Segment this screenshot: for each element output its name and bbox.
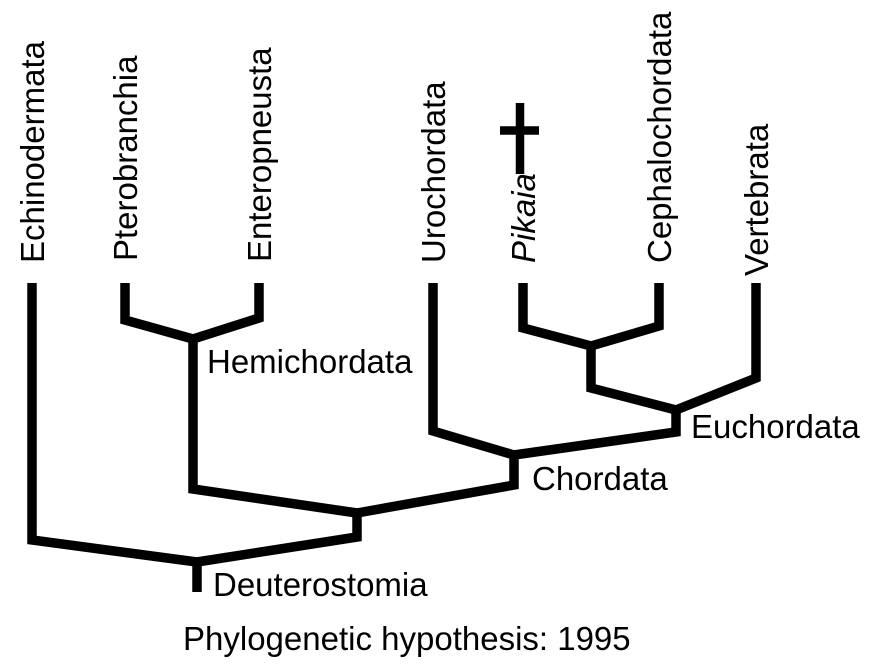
tip-label-pikaia: Pikaia — [505, 173, 542, 263]
clade-label-chordata: Chordata — [532, 460, 668, 497]
branch-euchordata-stem — [513, 406, 681, 460]
branch-echinodermata — [27, 283, 198, 567]
clade-label-euchordata: Euchordata — [691, 408, 860, 445]
tip-label-pterobranchia: Pterobranchia — [107, 55, 144, 261]
tip-label-echinodermata: Echinodermata — [14, 41, 51, 263]
branch-vertebrata — [674, 283, 761, 415]
extinct-dagger-icon — [500, 103, 539, 174]
figure-caption: Phylogenetic hypothesis: 1995 — [183, 620, 631, 657]
clade-label-hemichordata: Hemichordata — [207, 343, 413, 380]
branch-chordata-stem — [356, 451, 519, 518]
tip-label-vertebrata: Vertebrata — [738, 123, 775, 276]
branch-pikaia-cephalochordata-stem — [586, 342, 678, 415]
tip-label-cephalochordata: Cephalochordata — [641, 11, 678, 263]
clade-label-deuterostomia: Deuterostomia — [213, 566, 428, 603]
branch-hemichordata-stem — [188, 335, 358, 518]
branch-urochordata — [428, 283, 516, 460]
tip-label-urochordata: Urochordata — [415, 81, 452, 263]
branch-pterobranchia-enteropneusta — [120, 283, 264, 344]
tip-label-enteropneusta: Enteropneusta — [241, 47, 278, 262]
branch-pikaia-cephalochordata — [518, 283, 664, 351]
branch-hemichordata-chordata-stem — [196, 509, 362, 567]
